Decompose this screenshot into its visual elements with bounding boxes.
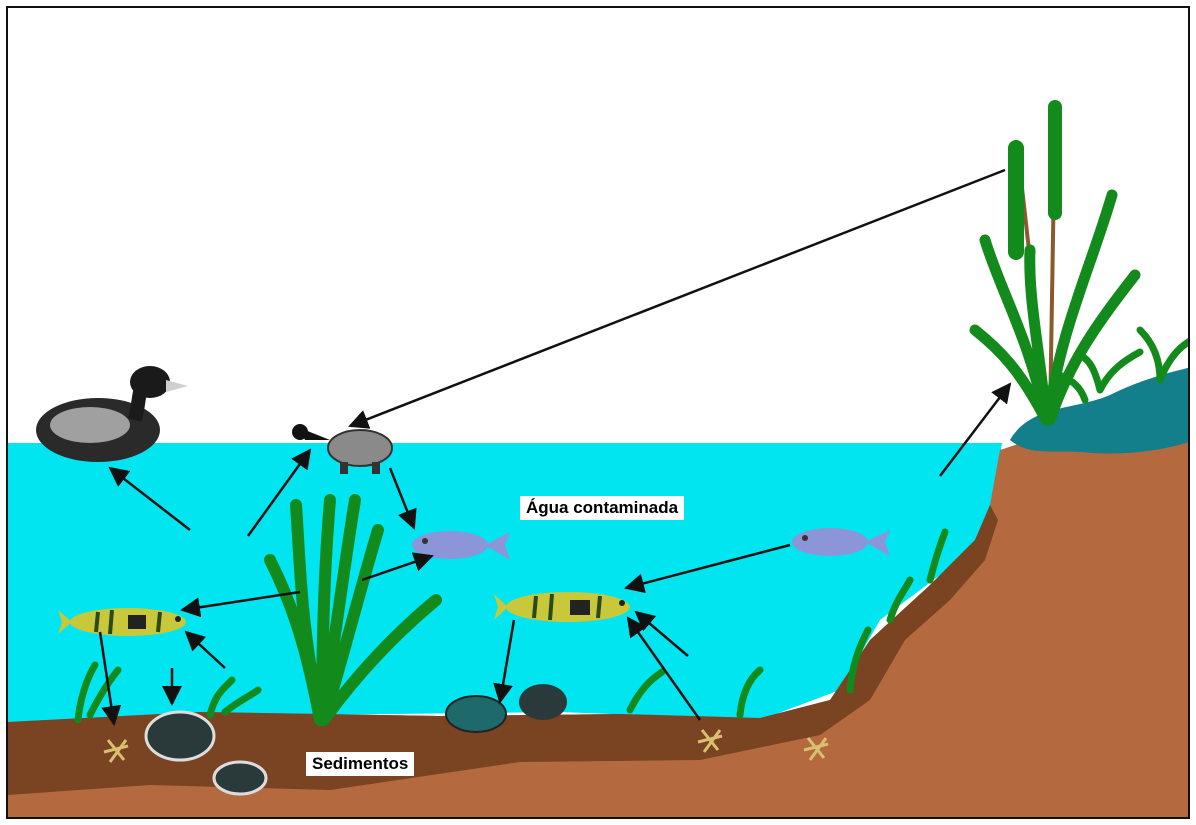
water-label: Água contaminada	[520, 496, 684, 520]
food-web-diagram: Água contaminada Sedimentos	[6, 6, 1190, 819]
sediment-label: Sedimentos	[306, 752, 414, 776]
arrow-cattail-to-turtle	[350, 170, 1005, 426]
aquatic-scene	[8, 8, 1190, 819]
